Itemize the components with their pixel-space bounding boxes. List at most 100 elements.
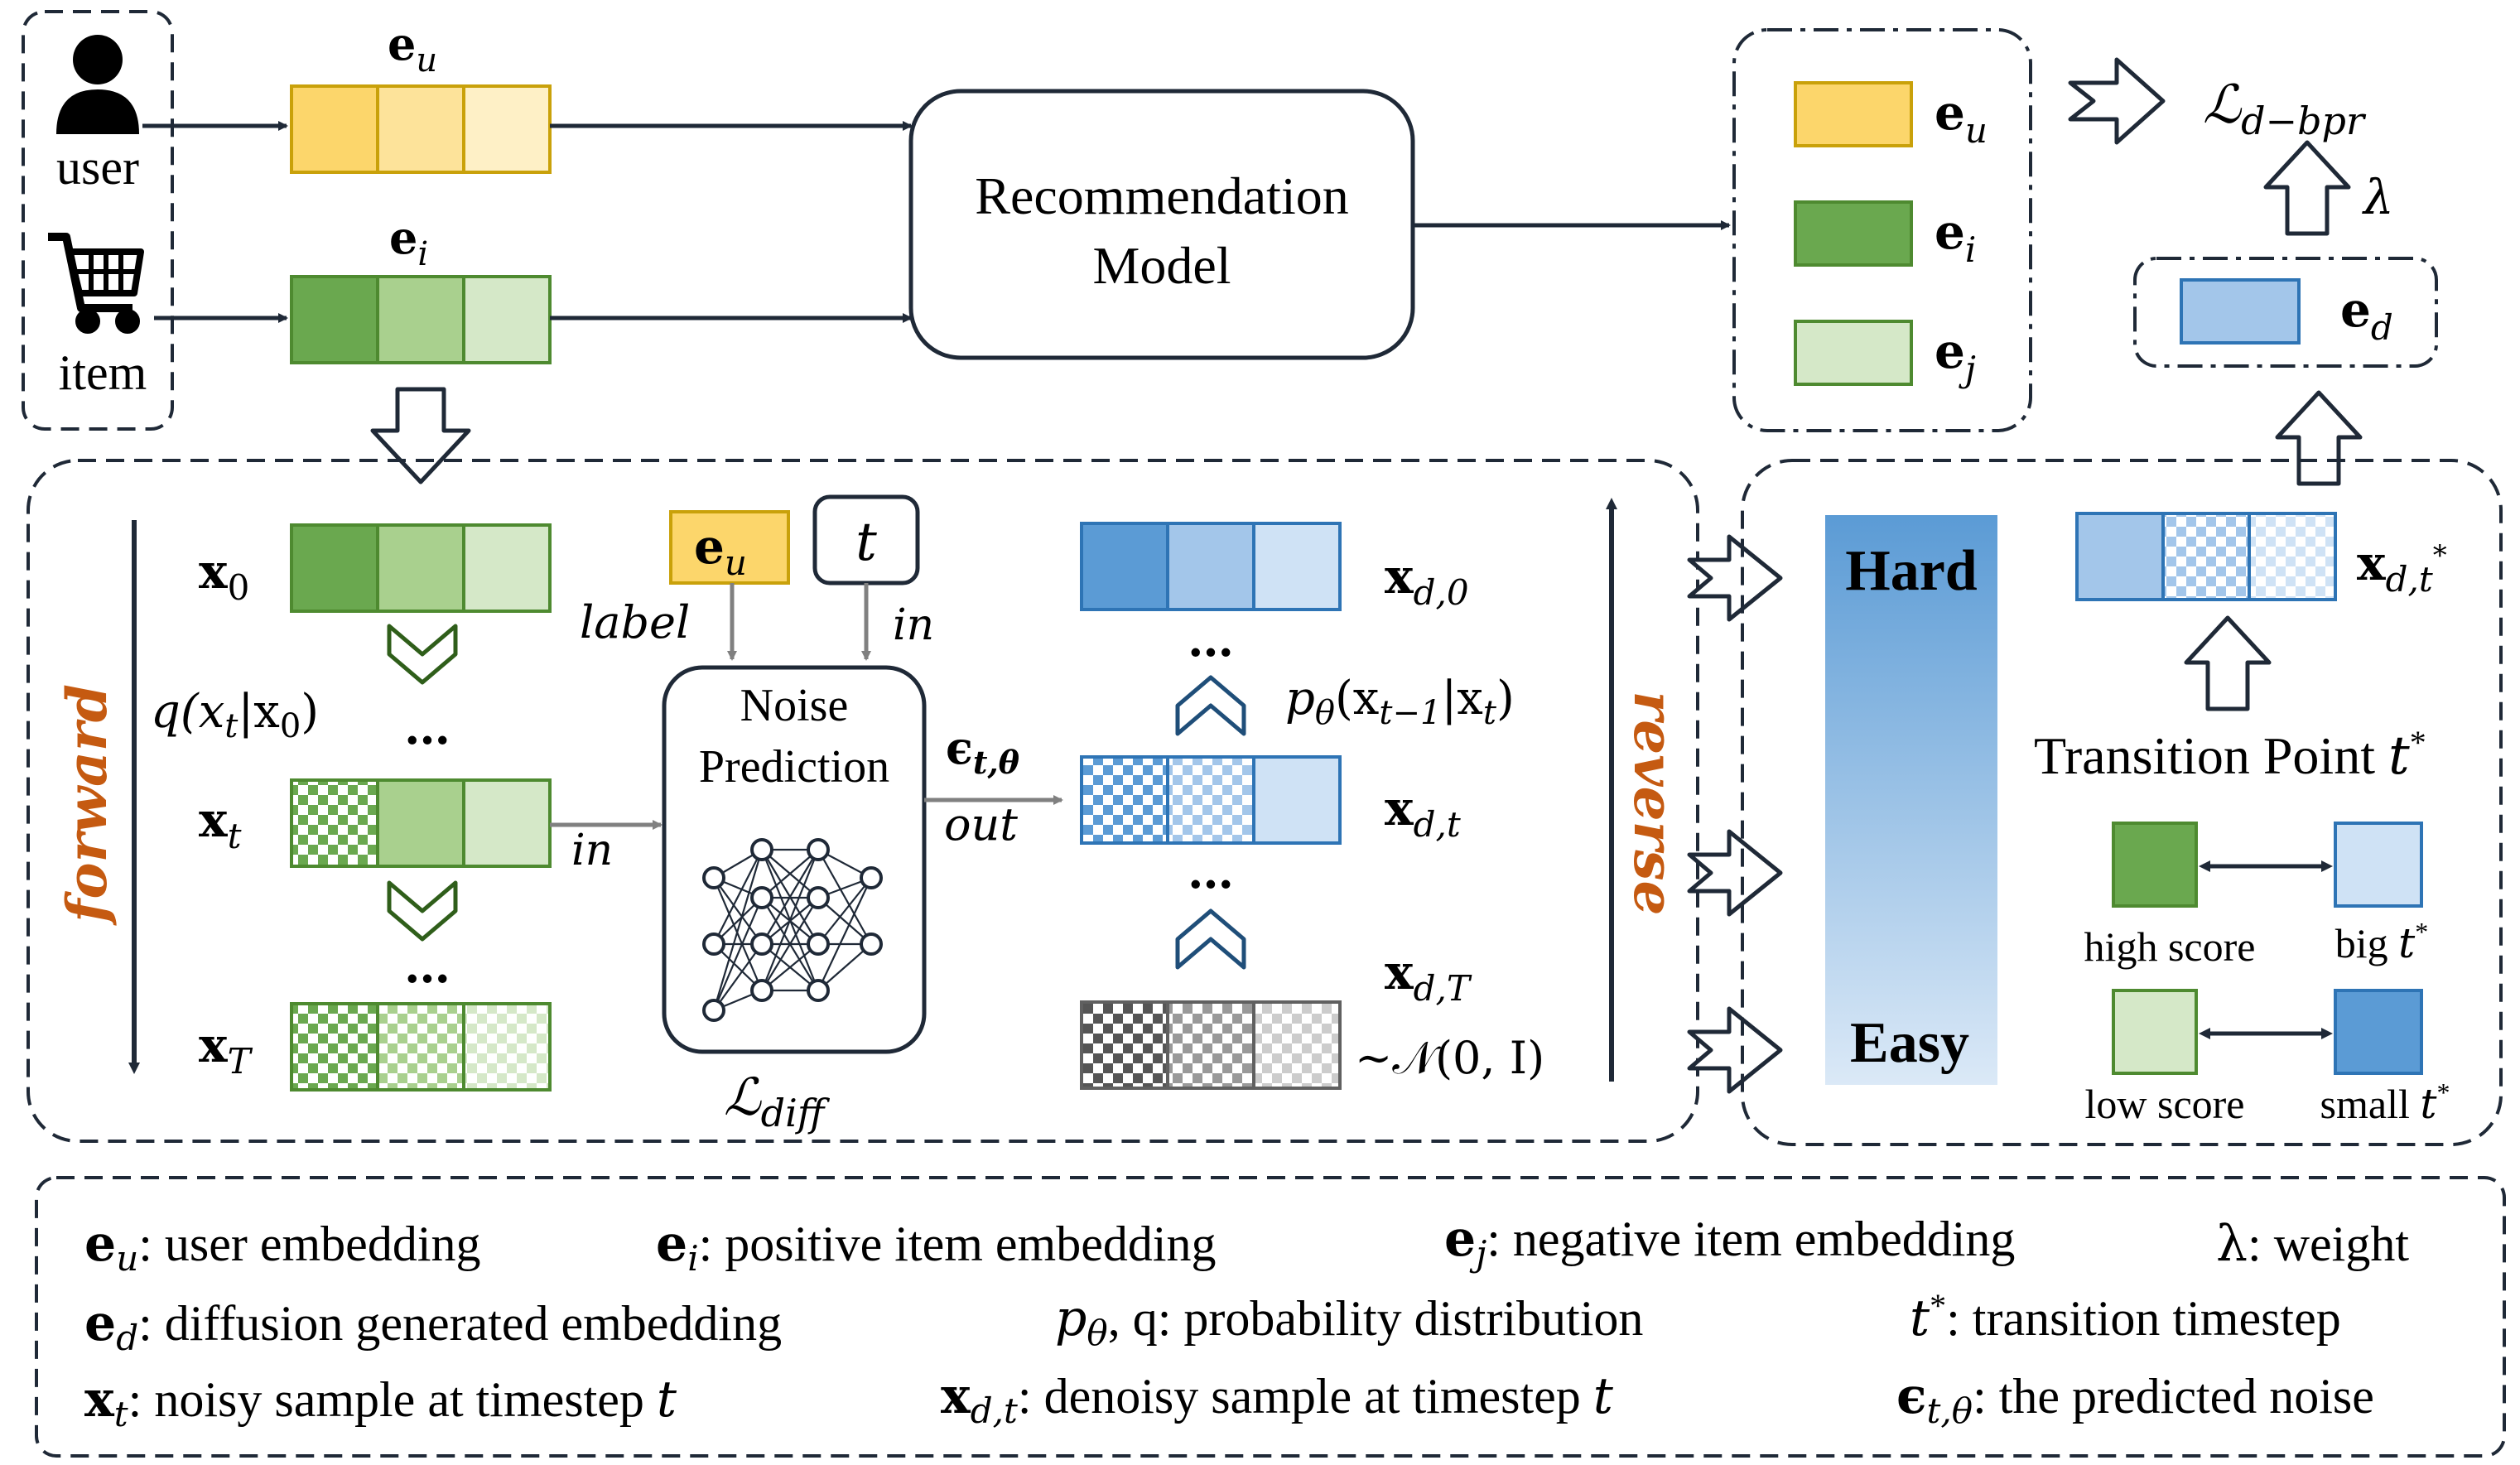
chevron-down-icon-1 xyxy=(387,624,458,685)
normal-dist-label: ∼𝒩(0, I) xyxy=(1355,1032,1544,1084)
hollow-right-arrow-3 xyxy=(1687,1006,1783,1094)
t-in-word: in xyxy=(893,600,934,650)
user-icon xyxy=(56,35,139,134)
item-embedding-vector xyxy=(290,275,552,364)
eu-output-swatch xyxy=(1794,81,1913,147)
nn-node xyxy=(807,838,830,861)
noise-title-1: Noise xyxy=(740,680,849,731)
small-t-swatch xyxy=(2334,989,2423,1075)
ed-swatch xyxy=(2180,278,2301,345)
xt-vector xyxy=(290,778,552,868)
label-word: label xyxy=(580,596,690,648)
nn-edge xyxy=(817,897,872,945)
small-t-label: small t* xyxy=(2320,1077,2450,1128)
chevron-up-icon-2 xyxy=(1175,908,1246,970)
nn-edge xyxy=(713,849,763,945)
xdts-label: xd,t* xyxy=(2357,535,2447,600)
nn-edge xyxy=(713,877,763,945)
hollow-right-arrow-loss xyxy=(2068,57,2166,145)
nn-edge xyxy=(761,849,819,899)
nn-edge xyxy=(761,943,819,991)
q-formula: q(xt|x0) xyxy=(151,685,319,745)
xd0-label: xd,0 xyxy=(1385,548,1469,613)
legend-p-q: pθ, q: probability distribution xyxy=(1055,1289,1643,1353)
hard-easy-bar xyxy=(1825,515,1997,1085)
hard-label: Hard xyxy=(1845,539,1978,603)
transition-title: Transition Point t* xyxy=(2034,724,2426,787)
legend-eu: eu: user embedding xyxy=(84,1215,480,1279)
hollow-right-arrow-2 xyxy=(1687,829,1783,917)
nn-node xyxy=(750,886,773,909)
nn-node xyxy=(750,838,773,861)
hollow-up-arrow-transition xyxy=(2184,615,2272,711)
xT-label: xT xyxy=(199,1017,253,1082)
cart-icon xyxy=(48,233,144,334)
xdt-label: xd,t xyxy=(1385,780,1461,845)
input-group-box xyxy=(22,10,174,431)
ej-output-swatch xyxy=(1794,320,1913,386)
big-t-label: big t* xyxy=(2335,917,2429,967)
nn-edge xyxy=(817,877,872,945)
forward-label: forward xyxy=(55,684,119,926)
nn-node xyxy=(860,932,883,956)
nn-node xyxy=(750,932,773,956)
xT-vector xyxy=(290,1002,552,1092)
eu-output-label: eu xyxy=(1935,84,1988,151)
lambda-label: λ xyxy=(2362,169,2394,225)
nn-node xyxy=(807,886,830,909)
out-word: out xyxy=(944,798,1018,851)
ei-output-swatch xyxy=(1794,200,1913,267)
high-score-swatch xyxy=(2112,822,2198,908)
loss-diff-label: ℒdiff xyxy=(724,1067,831,1135)
x0-vector xyxy=(290,523,552,613)
reverse-dots-2: … xyxy=(1188,845,1234,899)
high-score-label: high score xyxy=(2084,923,2256,970)
user-embedding-vector xyxy=(290,84,552,174)
nn-edge xyxy=(817,849,872,945)
forward-dots-2: … xyxy=(404,939,451,994)
xd0-vector xyxy=(1080,522,1342,611)
nn-node xyxy=(750,979,773,1002)
nn-node xyxy=(702,932,725,956)
chevron-up-icon-1 xyxy=(1175,675,1246,736)
rec-model-line1: Recommendation xyxy=(975,166,1348,225)
legend-box xyxy=(35,1176,2506,1458)
nn-edge xyxy=(712,897,764,1011)
low-score-label: low score xyxy=(2085,1081,2245,1127)
hollow-right-arrow-1 xyxy=(1687,534,1783,622)
user-label: user xyxy=(56,140,139,195)
outputs-box xyxy=(1732,28,2032,432)
loss-dbpr-label: ℒd−bpr xyxy=(2203,75,2367,143)
forward-dots-1: … xyxy=(404,701,451,755)
legend-xdt: xd,t: denoisy sample at timestep t xyxy=(941,1367,1614,1431)
legend-ei: ei: positive item embedding xyxy=(656,1215,1217,1279)
legend-ed: ed: diffusion generated embedding xyxy=(84,1294,782,1358)
xdT-label: xd,T xyxy=(1385,944,1472,1009)
low-score-swatch xyxy=(2112,989,2198,1075)
nn-node xyxy=(807,932,830,956)
legend-eps: ϵt,θ: the predicted noise xyxy=(1896,1367,2374,1431)
hollow-down-arrow xyxy=(370,387,471,484)
nn-node xyxy=(807,979,830,1002)
ei-top-label: ei xyxy=(389,211,428,273)
p-formula: pθ(xt−1|xt) xyxy=(1285,672,1515,732)
ed-box xyxy=(2133,257,2438,368)
nn-edge xyxy=(817,943,872,991)
neural-network-icon xyxy=(702,838,883,1022)
nn-edge xyxy=(761,897,819,991)
transition-box xyxy=(1741,459,2503,1146)
chevron-down-icon-2 xyxy=(387,880,458,942)
nn-edge xyxy=(713,943,763,1011)
nn-edge xyxy=(712,877,764,991)
t-chip-text: t xyxy=(855,512,877,573)
nn-edge xyxy=(760,849,820,991)
rec-model-line2: Model xyxy=(1092,236,1231,295)
nn-node xyxy=(860,866,883,889)
xdT-vector xyxy=(1080,1000,1342,1090)
eu-top-label: eu xyxy=(388,17,437,80)
x0-label: x0 xyxy=(199,543,249,608)
ei-output-label: ei xyxy=(1935,204,1976,270)
xt-label: xt xyxy=(199,792,242,856)
xt-in-label: in xyxy=(571,826,613,875)
